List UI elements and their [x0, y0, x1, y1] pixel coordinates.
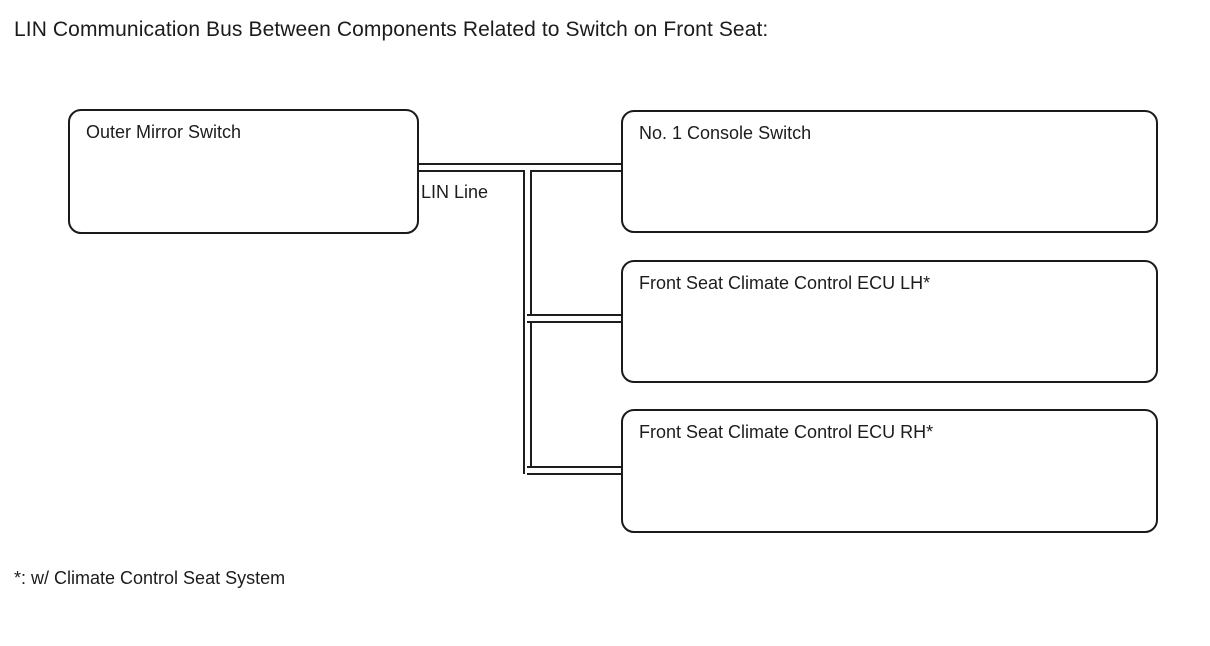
node-label-front-seat-climate-control-ecu-lh: Front Seat Climate Control ECU LH* — [639, 273, 931, 293]
lin-bus-junction-ecu-rh — [525, 468, 530, 473]
node-label-console-switch: No. 1 Console Switch — [639, 123, 812, 143]
lin-line-label: LIN Line — [421, 182, 489, 202]
node-label-front-seat-climate-control-ecu-rh: Front Seat Climate Control ECU RH* — [639, 422, 934, 442]
lin-bus-trunk-fill — [419, 165, 625, 170]
node-outer-mirror-switch[interactable]: Outer Mirror Switch — [68, 109, 419, 234]
lin-bus-branch-to-ecu-rh — [527, 466, 624, 475]
node-console-switch[interactable]: No. 1 Console Switch — [621, 110, 1158, 233]
lin-bus-branch-to-ecu-lh — [527, 314, 624, 323]
node-front-seat-climate-control-ecu-rh[interactable]: Front Seat Climate Control ECU RH* — [621, 409, 1158, 533]
node-front-seat-climate-control-ecu-lh[interactable]: Front Seat Climate Control ECU LH* — [621, 260, 1158, 383]
lin-bus-junction-ecu-lh — [525, 316, 530, 321]
lin-bus-junction-top — [525, 165, 530, 173]
page-title: LIN Communication Bus Between Components… — [14, 18, 769, 41]
node-label-outer-mirror-switch: Outer Mirror Switch — [86, 122, 242, 142]
footnote: *: w/ Climate Control Seat System — [14, 568, 286, 588]
